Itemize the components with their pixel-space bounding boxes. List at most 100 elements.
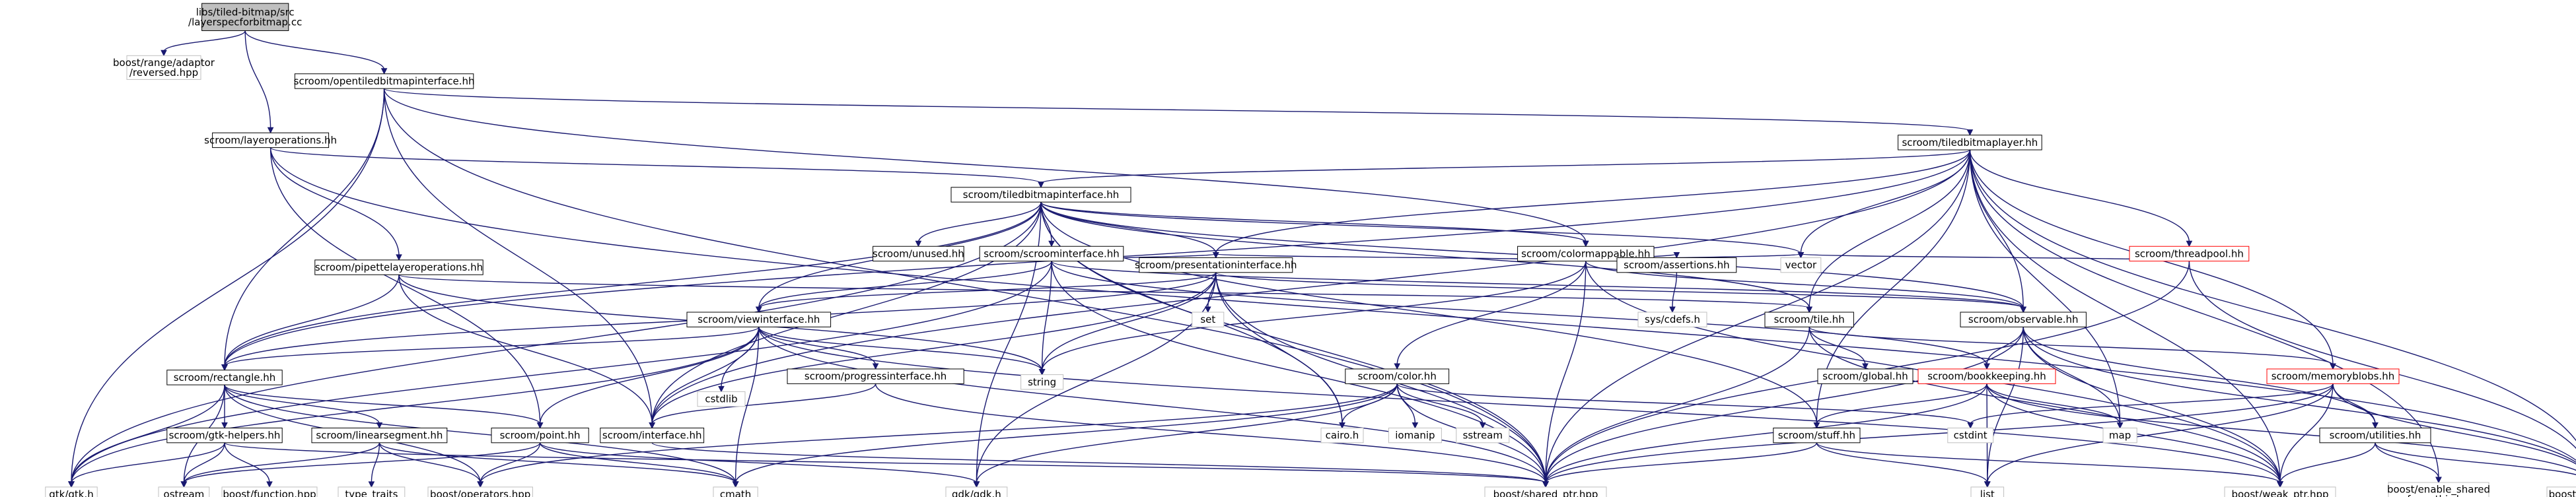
- edge-pipette-to-rectangle: [221, 275, 400, 371]
- node-opentiled[interactable]: scroom/opentiledbitmapinterface.hh: [294, 73, 475, 89]
- node-box: [2129, 246, 2250, 262]
- edge-arrowhead: [1984, 363, 1990, 370]
- node-label: gtk/gtk.h: [49, 488, 94, 497]
- node-label: cstdlib: [705, 393, 737, 405]
- node-label: scroom/tile.hh: [1774, 314, 1845, 325]
- node-box: [873, 246, 964, 262]
- node-box: [1192, 312, 1225, 327]
- node-label: scroom/stuff.hh: [1778, 430, 1855, 442]
- edge-presentation-to-viewinterface: [755, 272, 1217, 314]
- edge-viewinterface-to-progress: [758, 327, 879, 370]
- node-viewinterface[interactable]: scroom/viewinterface.hh: [686, 312, 832, 327]
- node-global[interactable]: scroom/global.hh: [1817, 368, 1914, 384]
- node-box: [1637, 312, 1707, 327]
- node-pipette[interactable]: scroom/pipettelayeroperations.hh: [314, 259, 483, 275]
- edge-progress-to-interface: [649, 383, 877, 429]
- node-rectangle[interactable]: scroom/rectangle.hh: [166, 370, 283, 385]
- edge-arrowhead: [68, 481, 75, 488]
- node-presentation[interactable]: scroom/presentationinterface.hh: [1135, 257, 1297, 273]
- node-label: scroom/layeroperations.hh: [204, 134, 337, 146]
- node-box: [45, 486, 98, 497]
- node-label: _from_this.hpp: [2402, 494, 2476, 497]
- node-label: scroom/bookkeeping.hh: [1927, 370, 2046, 382]
- node-label: libs/tiled-bitmap/src: [196, 6, 295, 18]
- node-label: scroom/assertions.hh: [1624, 259, 1729, 271]
- node-box: [311, 427, 448, 444]
- node-gtk: gtk/gtk.h: [45, 486, 98, 497]
- node-label: scroom/color.hh: [1358, 370, 1437, 382]
- node-interface[interactable]: scroom/interface.hh: [600, 427, 705, 444]
- edge-arrowhead: [1669, 306, 1676, 314]
- edge-presentation-to-observable: [1215, 272, 2027, 314]
- node-label: scroom/point.hh: [500, 430, 581, 442]
- edge-opentiled-to-tiledlayer: [383, 88, 1974, 136]
- node-stuff[interactable]: scroom/stuff.hh: [1773, 427, 1861, 444]
- edge-arrowhead: [1984, 481, 1991, 488]
- edge-arrowhead: [477, 481, 484, 488]
- edge-arrowhead: [1212, 251, 1219, 259]
- node-box: [1388, 427, 1442, 444]
- node-utilities[interactable]: scroom/utilities.hh: [2319, 427, 2431, 444]
- node-threadpool[interactable]: scroom/threadpool.hh: [2129, 246, 2250, 262]
- edge-layerops-to-pipette: [269, 147, 402, 261]
- edge-arrowhead: [649, 422, 656, 429]
- edge-viewinterface-to-interface: [649, 327, 760, 429]
- edge-arrowhead: [368, 481, 375, 488]
- edge-assertions-to-sysdefs: [1669, 272, 1678, 314]
- edge-bookkeeping-to-thread: [1986, 383, 2576, 471]
- node-shared-ptr: boost/shared_ptr.hpp: [1484, 486, 1607, 497]
- node-cstdint: cstdint: [1947, 427, 1994, 444]
- node-box: [1764, 312, 1854, 327]
- node-observable[interactable]: scroom/observable.hh: [1960, 312, 2087, 327]
- node-memoryblobs[interactable]: scroom/memoryblobs.hh: [2266, 368, 2400, 384]
- node-layerops[interactable]: scroom/layeroperations.hh: [204, 132, 337, 149]
- nodes-layer: libs/tiled-bitmap/src/layerspecforbitmap…: [45, 3, 2576, 497]
- node-linearsegment[interactable]: scroom/linearsegment.hh: [311, 427, 448, 444]
- node-box: [1898, 135, 2042, 150]
- node-type-traits: type_traits: [338, 486, 406, 497]
- node-label: boost/shared_ptr.hpp: [1493, 488, 1598, 497]
- node-bookkeeping[interactable]: scroom/bookkeeping.hh: [1917, 368, 2056, 384]
- node-assertions[interactable]: scroom/assertions.hh: [1616, 257, 1737, 273]
- edge-color-to-cmath: [732, 383, 1398, 488]
- node-point[interactable]: scroom/point.hh: [491, 427, 589, 444]
- node-gtkhelpers[interactable]: scroom/gtk-helpers.hh: [166, 427, 283, 444]
- node-list: list: [1970, 486, 2005, 497]
- node-root[interactable]: libs/tiled-bitmap/src/layerspecforbitmap…: [188, 3, 302, 31]
- edge-bookkeeping-to-map: [1986, 383, 2124, 429]
- edge-tiledlayer-to-thread: [1969, 150, 2576, 442]
- node-tiledlayer[interactable]: scroom/tiledbitmaplayer.hh: [1898, 135, 2042, 150]
- edge-utilities-to-enable-shared: [2375, 442, 2442, 484]
- edge-presentation-to-gdk: [973, 272, 1217, 488]
- node-box: [950, 187, 1131, 203]
- node-box: [126, 55, 201, 80]
- node-tiledinterface[interactable]: scroom/tiledbitmapinterface.hh: [950, 187, 1131, 203]
- edge-arrowhead: [915, 240, 922, 248]
- edge-arrowhead: [1048, 240, 1055, 248]
- node-scroominterface[interactable]: scroom/scroominterface.hh: [979, 246, 1124, 262]
- edge-arrowhead: [2277, 481, 2283, 488]
- node-unused[interactable]: scroom/unused.hh: [873, 246, 964, 262]
- edge-bookkeeping-to-shared-ptr: [1542, 383, 1987, 488]
- edge-pipette-to-tile: [398, 274, 1813, 314]
- edge-arrowhead: [1412, 422, 1419, 429]
- node-box: [697, 391, 746, 407]
- node-box: [491, 427, 589, 444]
- edge-viewinterface-to-string: [758, 327, 1046, 376]
- node-progress[interactable]: scroom/progressinterface.hh: [787, 368, 964, 384]
- edge-arrowhead: [718, 385, 725, 393]
- node-label: scroom/memoryblobs.hh: [2272, 370, 2395, 382]
- edge-observable-to-bookkeeping: [1984, 327, 2024, 370]
- edge-color-to-sstream: [1396, 383, 1486, 429]
- edge-arrowhead: [161, 50, 167, 57]
- edge-arrowhead: [2116, 422, 2124, 429]
- node-box: [427, 486, 533, 497]
- node-label: boost/weak_ptr.hpp: [2231, 488, 2328, 497]
- node-label: scroom/global.hh: [1822, 370, 1908, 382]
- node-label: boost/enable_shared: [2387, 484, 2490, 496]
- edge-arrowhead: [267, 127, 274, 134]
- node-box: [294, 73, 474, 89]
- edge-pipette-to-interface: [398, 275, 656, 429]
- node-color[interactable]: scroom/color.hh: [1345, 368, 1450, 384]
- node-tile[interactable]: scroom/tile.hh: [1764, 312, 1854, 327]
